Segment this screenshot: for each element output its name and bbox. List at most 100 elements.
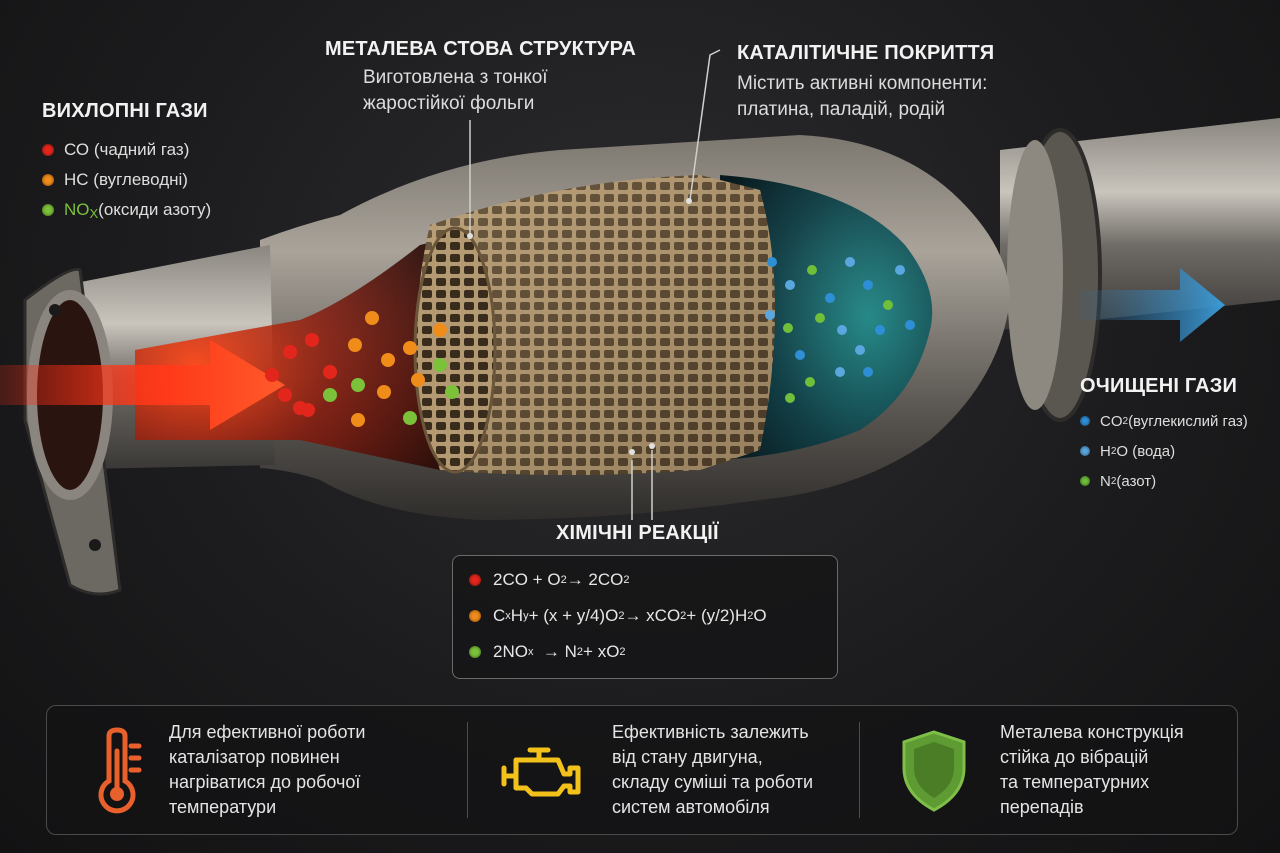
inlet-particle xyxy=(403,341,417,355)
inlet-particle xyxy=(445,385,459,399)
inlet-arrow xyxy=(0,340,285,430)
info-line: систем автомобіля xyxy=(612,797,770,817)
inlet-legend: ВИХЛОПНІ ГАЗИ СО (чадний газ) НС (вуглев… xyxy=(42,100,211,225)
outlet-particle xyxy=(825,293,835,303)
legend-item-label-rest: (оксиди азоту) xyxy=(98,200,212,219)
reaction-text: 2CO + O xyxy=(493,570,561,589)
reaction-text: H xyxy=(510,606,524,625)
reaction-sub: y xyxy=(523,610,529,622)
inlet-particle xyxy=(305,333,319,347)
info-cell-engine: Ефективність залежить від стану двигуна,… xyxy=(468,706,858,834)
reaction-text: → N xyxy=(533,642,577,661)
outlet-particle xyxy=(895,265,905,275)
coating-desc-line1: Містить активні компоненти: xyxy=(737,73,988,94)
legend-item-co: СО (чадний газ) xyxy=(42,135,211,165)
inlet-particle xyxy=(377,385,391,399)
info-line: Ефективність залежить xyxy=(612,722,809,742)
inlet-particles xyxy=(265,311,459,427)
reaction-text: → 2CO xyxy=(566,570,624,589)
reactions-title: ХІМІЧНІ РЕАКЦІЇ xyxy=(556,522,719,544)
green-dot-icon xyxy=(469,646,481,658)
info-cell-temperature: Для ефективної роботи каталізатор повине… xyxy=(47,706,467,834)
legend-formula: CO xyxy=(1100,412,1123,430)
structure-desc: Виготовлена з тонкої жаростійкої фольги xyxy=(363,65,636,117)
info-line: температури xyxy=(169,797,277,817)
legend-item-label: НС (вуглеводні) xyxy=(64,170,188,189)
outlet-particle xyxy=(785,280,795,290)
outlet-particle xyxy=(767,257,777,267)
inlet-particle xyxy=(323,388,337,402)
info-divider xyxy=(859,722,860,818)
info-text-engine: Ефективність залежить від стану двигуна,… xyxy=(612,720,813,820)
inlet-particle xyxy=(433,323,447,337)
info-panel: Для ефективної роботи каталізатор повине… xyxy=(46,705,1238,835)
reaction-text: O xyxy=(753,606,767,625)
coating-title: КАТАЛІТИЧНЕ ПОКРИТТЯ xyxy=(737,42,995,64)
outlet-particle xyxy=(883,300,893,310)
outlet-particle xyxy=(905,320,915,330)
structure-desc-line1: Виготовлена з тонкої xyxy=(363,67,548,88)
info-line: перепадів xyxy=(1000,797,1084,817)
reaction-sub: 2 xyxy=(560,574,567,586)
outlet-particle xyxy=(835,367,845,377)
orange-dot-icon xyxy=(469,610,481,622)
inlet-particle xyxy=(351,413,365,427)
structure-title: МЕТАЛЕВА СТОВА СТРУКТУРА xyxy=(325,38,637,60)
engine-check-icon xyxy=(501,747,581,797)
legend-formula-sub: 2 xyxy=(1110,475,1117,487)
outlet-particle xyxy=(855,345,865,355)
legend-formula: N xyxy=(1100,472,1111,490)
legend-desc: (вуглекислий газ) xyxy=(1128,412,1248,430)
legend-desc: O (вода) xyxy=(1116,442,1176,460)
outlet-particles xyxy=(765,257,915,403)
inlet-particle xyxy=(433,358,447,372)
legend-item-label-sub: X xyxy=(89,205,99,221)
info-line: від стану двигуна, xyxy=(612,747,763,767)
outlet-particle xyxy=(875,325,885,335)
info-text-temperature: Для ефективної роботи каталізатор повине… xyxy=(169,720,365,820)
outlet-particle xyxy=(815,313,825,323)
reaction-text: C xyxy=(493,606,506,625)
coating-desc: Містить активні компоненти: платина, пал… xyxy=(737,71,994,123)
info-cell-shield: Металева конструкція стійка до вібрацій … xyxy=(860,706,1236,834)
info-line: нагріватися до робочої xyxy=(169,772,361,792)
inlet-particle xyxy=(381,353,395,367)
thermometer-icon xyxy=(98,727,142,814)
red-dot-icon xyxy=(469,574,481,586)
outlet-particle xyxy=(845,257,855,267)
inlet-particle xyxy=(351,378,365,392)
inlet-particle xyxy=(348,338,362,352)
red-dot-icon xyxy=(42,144,54,156)
reaction-sub: 2 xyxy=(623,574,630,586)
reaction-sub: 2 xyxy=(618,610,625,622)
info-line: Металева конструкція xyxy=(1000,722,1184,742)
info-text-shield: Металева конструкція стійка до вібрацій … xyxy=(1000,720,1184,820)
legend-desc: (азот) xyxy=(1116,472,1157,490)
outlet-particle xyxy=(785,393,795,403)
legend-item-label-main: NO xyxy=(64,200,90,219)
info-line: складу суміші та роботи xyxy=(612,772,814,792)
outlet-particle xyxy=(795,350,805,360)
reaction-sub: x xyxy=(527,646,534,658)
info-divider xyxy=(467,722,468,818)
structure-callout: МЕТАЛЕВА СТОВА СТРУКТУРА Виготовлена з т… xyxy=(325,38,636,117)
reaction-text: → xCO xyxy=(624,606,681,625)
legend-formula: H xyxy=(1100,442,1111,460)
outlet-title: ОЧИЩЕНІ ГАЗИ xyxy=(1080,375,1238,397)
coating-callout: КАТАЛІТИЧНЕ ПОКРИТТЯ Містить активні ком… xyxy=(737,42,994,123)
outlet-arrow xyxy=(1080,268,1225,342)
orange-dot-icon xyxy=(42,174,54,186)
cool-zone xyxy=(720,175,933,460)
reaction-sub: 2 xyxy=(680,610,687,622)
outlet-particle xyxy=(805,377,815,387)
inlet-particle xyxy=(301,403,315,417)
coating-desc-line2: платина, паладій, родій xyxy=(737,99,946,120)
leader-coating xyxy=(689,49,721,201)
legend-item-label: СО (чадний газ) xyxy=(64,140,190,159)
